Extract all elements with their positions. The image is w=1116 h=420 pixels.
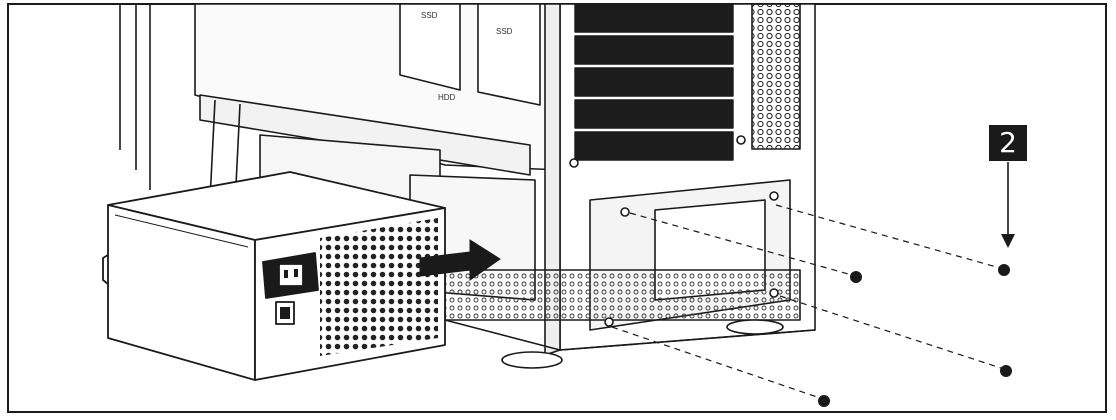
screw-icon [818,264,1012,407]
expansion-slots [574,3,734,161]
psu-icon [102,171,446,381]
psu-vent [320,218,438,356]
step-number-badge: 2 [989,125,1027,161]
ssd-label-1: SSD [421,11,438,20]
arrow-down-head [1001,234,1015,248]
screw-guides [611,204,1005,400]
ssd-bay-left [399,3,461,91]
hdd-label: HDD [438,93,456,102]
arrow-right-icon [419,239,501,281]
ssd-label-2: SSD [496,27,513,36]
ssd-bay-right [477,3,541,106]
case-vent [751,3,801,150]
